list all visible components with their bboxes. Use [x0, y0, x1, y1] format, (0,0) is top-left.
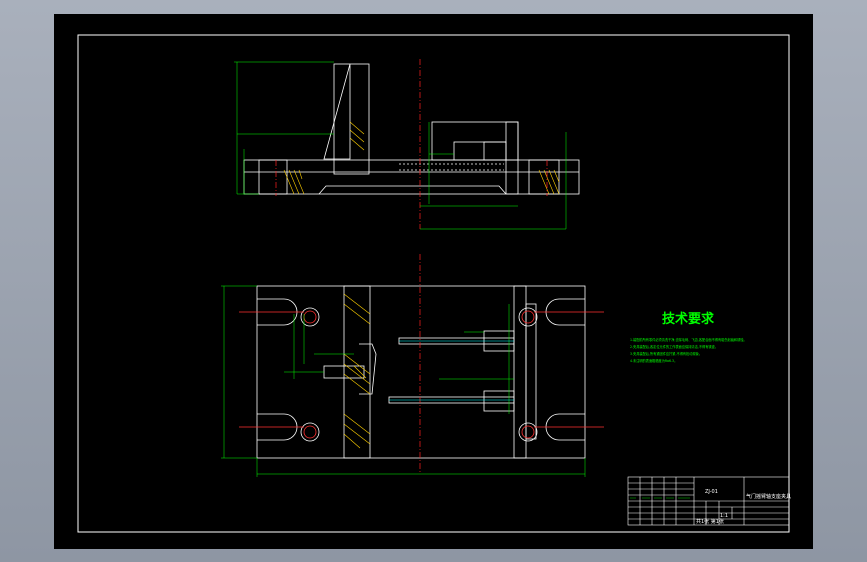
top-view-centerlines — [275, 59, 548, 229]
locating-hole-3 — [518, 307, 538, 327]
requirement-line: 4.未注明的表面粗糙度为Ra6.3。 — [630, 358, 677, 363]
cad-drawing: 技术要求 1.装配前所有零件必须清洗干净,去除毛刺、飞边,各配合面不得有碰伤划痕… — [77, 34, 791, 533]
locating-hole-2 — [300, 422, 320, 442]
upright-plate — [333, 63, 370, 175]
requirements-title: 技术要求 — [662, 311, 715, 327]
requirement-line: 2.夹具装配后,各定位元件的工作表面应保持清洁,不得有锈迹。 — [630, 344, 718, 349]
locating-hole-4 — [518, 422, 538, 442]
left-locator — [343, 285, 371, 459]
requirement-line: 3.夹具装配后,所有紧固件应拧紧,不得有松动现象。 — [630, 351, 702, 356]
plan-view — [256, 285, 586, 459]
plan-view-hatch — [343, 293, 371, 449]
plan-base — [256, 285, 586, 459]
requirement-line: 1.装配前所有零件必须清洗干净,去除毛刺、飞边,各配合面不得有碰伤划痕和锈蚀。 — [630, 337, 747, 342]
accent-lines — [389, 340, 514, 401]
drawing-title: 气门摇臂轴支座夹具 — [746, 493, 791, 500]
drawing-number: ZJ-01 — [705, 489, 718, 495]
locating-hole-1 — [300, 307, 320, 327]
requirements-list: 1.装配前所有零件必须清洗干净,去除毛刺、飞边,各配合面不得有碰伤划痕和锈蚀。 … — [630, 337, 747, 363]
drawing-frame — [77, 34, 790, 533]
clamp-block — [431, 121, 519, 161]
right-support — [513, 285, 527, 459]
support-rib — [323, 63, 351, 160]
drawing-sheet: 技术要求 1.装配前所有零件必须清洗干净,去除毛刺、飞边,各配合面不得有碰伤划痕… — [54, 14, 813, 549]
plan-view-dimensions — [221, 285, 586, 477]
drawing-scale: 1:1 — [720, 513, 728, 519]
top-view — [243, 63, 580, 195]
sheet-count: 共1张 第1张 — [696, 518, 724, 525]
hole-highlights — [239, 310, 604, 439]
top-view-dimensions — [234, 61, 567, 230]
top-view-hatch — [283, 121, 560, 195]
title-block: ZJ-01 气门摇臂轴支座夹具 1:1 共1张 第1张 — [627, 476, 791, 526]
